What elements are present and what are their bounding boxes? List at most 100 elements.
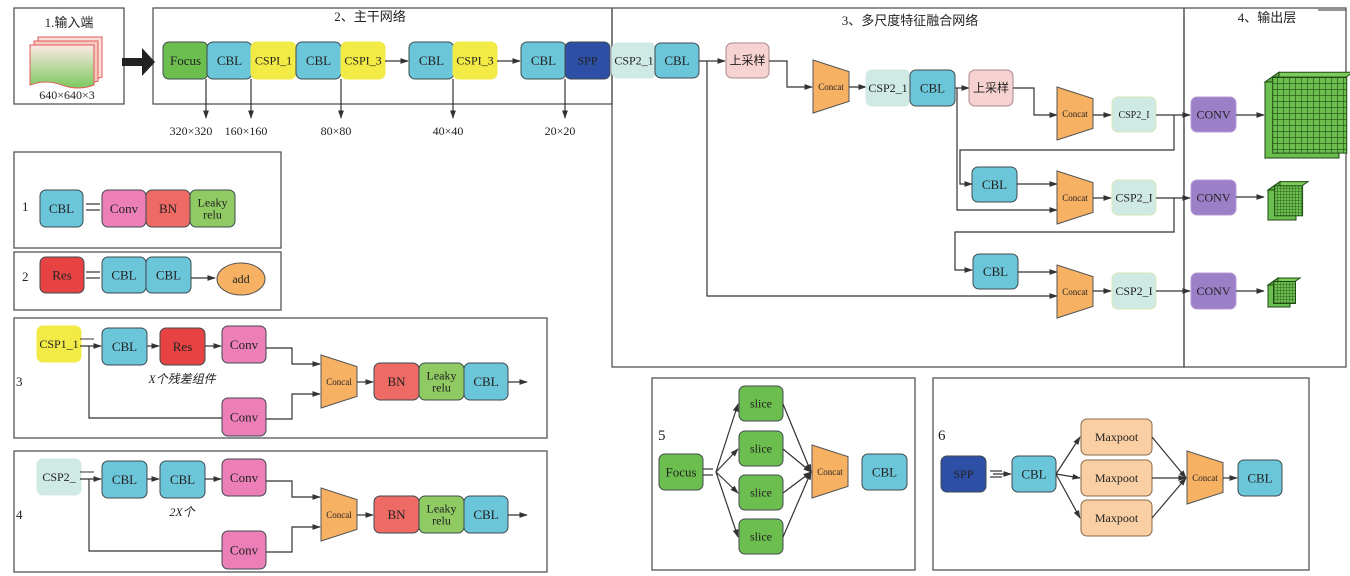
legend-spp-concat-label: Concat bbox=[1192, 473, 1218, 483]
legend-spp-end-cbl-block: CBL bbox=[1237, 459, 1283, 497]
legend-spp-frame bbox=[932, 377, 1310, 571]
head-conv-block-1: CONV bbox=[1190, 96, 1237, 133]
legend-focus-number: 5 bbox=[658, 428, 666, 444]
legend-focus-slice-block-2: slice bbox=[738, 430, 784, 467]
neck-cbl-block-4: CBL bbox=[972, 253, 1019, 290]
legend-spp-concat: Concat bbox=[1186, 450, 1224, 505]
legend-focus-arrow-from-slice-4 bbox=[782, 471, 812, 538]
neck-csp2-block-5: CSP2_I bbox=[1111, 272, 1157, 310]
legend-spp-arrow-to-pool-3 bbox=[1055, 473, 1081, 519]
legend-csp1-bottom-conv-block: Conv bbox=[221, 397, 267, 437]
legend-focus-block-shape bbox=[658, 453, 704, 491]
backbone-csp1-1-block: CSPI_1 bbox=[250, 41, 297, 80]
neck-cbl-block-3-label: CBL bbox=[982, 177, 1007, 192]
neck-concat-4-trapezoid bbox=[1056, 264, 1094, 319]
legend-spp-arrow-from-pool-1 bbox=[1151, 436, 1187, 479]
legend-csp1-bn-block-label: BN bbox=[387, 374, 406, 389]
legend-cbl-block-label: CBL bbox=[49, 201, 74, 216]
neck-csp2-block-4-label: CSP2_I bbox=[1115, 191, 1152, 205]
backbone-cbl-block-3: CBL bbox=[408, 41, 455, 80]
legend-csp1-concat: Concal bbox=[320, 354, 358, 409]
neck-arrow-cbl1-to-concat-4 bbox=[706, 61, 1058, 299]
legend-csp1-concat-trapezoid bbox=[320, 354, 358, 409]
legend-csp2-top-block-2-label: CBL bbox=[170, 472, 195, 487]
neck-cbl-block-2-label: CBL bbox=[920, 81, 945, 96]
legend-csp2-bottom-conv-block-shape bbox=[221, 530, 267, 570]
backbone-output-size-5: 20×20 bbox=[545, 124, 576, 138]
legend-csp1-arrow-d bbox=[266, 391, 321, 420]
head-title: 4、输出层 bbox=[1238, 10, 1297, 25]
legend-res-number: 2 bbox=[22, 269, 29, 284]
legend-spp-maxpool-block-3-label: Maxpoot bbox=[1095, 511, 1139, 525]
legend-focus-slice-block-1-shape bbox=[738, 385, 784, 422]
legend-csp2-concat-trapezoid bbox=[320, 487, 358, 542]
neck-cbl-block-4-label: CBL bbox=[983, 264, 1008, 279]
legend-csp2-top-block-2: CBL bbox=[159, 460, 206, 499]
legend-csp1-frame bbox=[13, 317, 548, 439]
backbone-cbl-block-3-label: CBL bbox=[419, 53, 444, 68]
neck-csp2-block-2-label: CSP2_1 bbox=[868, 81, 907, 95]
legend-res-block-label: Res bbox=[52, 268, 72, 283]
legend-csp2-bottom-conv-block-label: Conv bbox=[230, 543, 259, 558]
legend-focus-cbl-block-shape bbox=[861, 453, 908, 491]
output-cube-medium-icon-grid bbox=[1274, 185, 1304, 217]
legend-csp2-top-block-3: Conv bbox=[221, 458, 267, 497]
legend-focus-arrow-from-slice-1 bbox=[782, 403, 812, 473]
legend-focus-concat-trapezoid bbox=[811, 444, 849, 499]
legend-csp2-arrow-d bbox=[266, 524, 321, 553]
legend-res-equals-icon bbox=[86, 271, 100, 279]
output-cube-small-icon-grid bbox=[1273, 281, 1296, 304]
input-frame bbox=[13, 7, 125, 105]
legend-spp-cbl-block: CBL bbox=[1011, 455, 1057, 493]
legend-csp1-note: X个残差组件 bbox=[147, 372, 216, 386]
backbone-cbl-block-1-label: CBL bbox=[217, 53, 242, 68]
output-cube-large-icon-grid bbox=[1272, 76, 1348, 154]
legend-focus-arrow-to-slice-3 bbox=[715, 471, 739, 494]
legend-csp2-block: CSP2_ bbox=[36, 458, 82, 496]
legend-cbl-bn-block-label: BN bbox=[159, 201, 178, 216]
legend-res-add-node: add bbox=[216, 262, 266, 296]
legend-csp2-concat: Concal bbox=[320, 487, 358, 542]
legend-res-cbl-block-2-shape bbox=[145, 256, 192, 294]
neck-csp2-block-2: CSP2_1 bbox=[865, 69, 911, 107]
legend-focus-cbl-block-label: CBL bbox=[872, 465, 897, 480]
backbone-cbl-block-4: CBL bbox=[520, 41, 567, 80]
legend-csp2-bn-block-label: BN bbox=[387, 507, 406, 522]
legend-focus-slice-block-4: slice bbox=[738, 518, 784, 555]
legend-spp-block-label: SPP bbox=[953, 467, 973, 481]
neck-upsample-block-1-label: 上采样 bbox=[729, 53, 765, 68]
neck-arrow-cbl2-to-concat-3 bbox=[956, 88, 1058, 213]
legend-csp2-top-block-1: CBL bbox=[101, 460, 148, 499]
legend-cbl-equals-icon bbox=[86, 203, 100, 211]
backbone-output-size-2: 160×160 bbox=[225, 124, 268, 138]
backbone-spp-block: SPP bbox=[564, 41, 611, 80]
legend-spp-block-shape bbox=[940, 455, 987, 493]
legend-csp1-cbl-block-label: CBL bbox=[473, 374, 498, 389]
head-conv-block-3-label: CONV bbox=[1196, 284, 1230, 298]
legend-spp-concat-trapezoid bbox=[1186, 450, 1224, 505]
legend-csp2-cbl-block: CBL bbox=[463, 495, 509, 534]
output-cube-medium-icon bbox=[1266, 180, 1310, 221]
legend-csp1-top-block-1: CBL bbox=[101, 327, 148, 366]
input-title: 1.输入端 bbox=[45, 15, 94, 30]
legend-res-cbl-block-1: CBL bbox=[101, 256, 147, 294]
neck-concat-2-trapezoid bbox=[1056, 86, 1094, 141]
legend-focus-block-label: Focus bbox=[665, 465, 696, 480]
head-conv-block-2: CONV bbox=[1190, 179, 1237, 216]
legend-focus-slice-block-1-label: slice bbox=[750, 397, 772, 411]
legend-focus-block: Focus bbox=[658, 453, 704, 491]
legend-csp2-top-block-3-label: Conv bbox=[230, 470, 259, 485]
input-image-stack-icon bbox=[29, 36, 103, 89]
neck-csp2-block-1-label: CSP2_1 bbox=[614, 54, 653, 68]
legend-spp-equals-icon bbox=[990, 470, 1002, 478]
neck-upsample-block-2: 上采样 bbox=[968, 69, 1014, 107]
head-conv-block-3: CONV bbox=[1190, 272, 1237, 310]
legend-csp1-top-block-3-shape bbox=[221, 325, 267, 364]
input-to-backbone-arrow-icon bbox=[122, 48, 155, 76]
neck-concat-3: Concat bbox=[1056, 170, 1094, 225]
legend-csp2-arrow-c bbox=[266, 480, 321, 500]
legend-csp1-cbl-block: CBL bbox=[463, 362, 509, 401]
head-conv-block-2-label: CONV bbox=[1196, 191, 1230, 205]
legend-csp1-arrow-c bbox=[266, 347, 321, 367]
